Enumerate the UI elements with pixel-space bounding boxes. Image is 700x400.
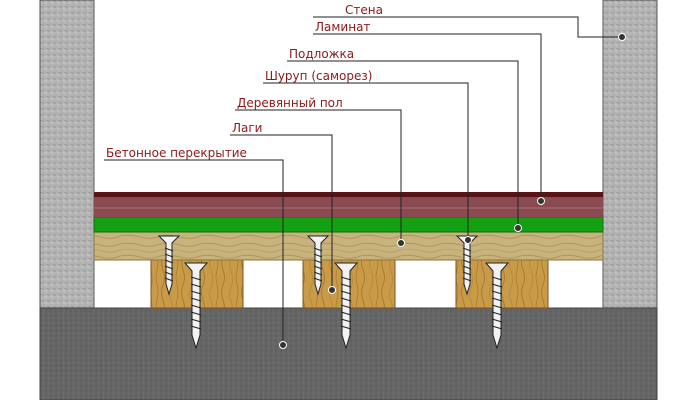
- anchor-screw-1: [183, 262, 209, 350]
- leader-laminate: [313, 33, 542, 201]
- dot-joists: [328, 286, 336, 294]
- dot-laminate: [537, 197, 545, 205]
- dot-underlay: [514, 224, 522, 232]
- screw-2: [306, 235, 330, 296]
- screw-1: [157, 235, 181, 296]
- label-joists: Лаги: [232, 121, 262, 135]
- screw-3: [455, 235, 479, 296]
- laminate-top-strip: [94, 192, 603, 197]
- leader-lines: [104, 16, 622, 345]
- anchor-screw-2: [333, 262, 359, 350]
- underlay-layer: [93, 216, 604, 233]
- anchor-screw-3: [484, 262, 510, 350]
- label-wood-floor: Деревянный пол: [237, 96, 343, 110]
- leader-wood-floor: [235, 109, 402, 243]
- leader-screw: [263, 82, 469, 240]
- dot-wood-floor: [397, 239, 405, 247]
- leader-concrete: [104, 159, 284, 345]
- left-wall: [39, 0, 95, 309]
- leader-wall: [313, 16, 622, 38]
- leader-underlay: [287, 60, 519, 228]
- dot-screw: [464, 236, 472, 244]
- label-wall: Стена: [345, 3, 383, 17]
- label-underlay: Подложка: [289, 47, 354, 61]
- dot-wall: [618, 33, 626, 41]
- dot-concrete: [279, 341, 287, 349]
- leader-dots: [279, 33, 626, 349]
- wood-floor-layer: [93, 231, 604, 261]
- label-concrete-slab: Бетонное перекрытие: [106, 146, 247, 160]
- label-screw: Шуруп (саморез): [265, 69, 372, 83]
- right-wall: [602, 0, 658, 309]
- label-laminate: Ламинат: [315, 20, 370, 34]
- leader-joists: [230, 134, 333, 290]
